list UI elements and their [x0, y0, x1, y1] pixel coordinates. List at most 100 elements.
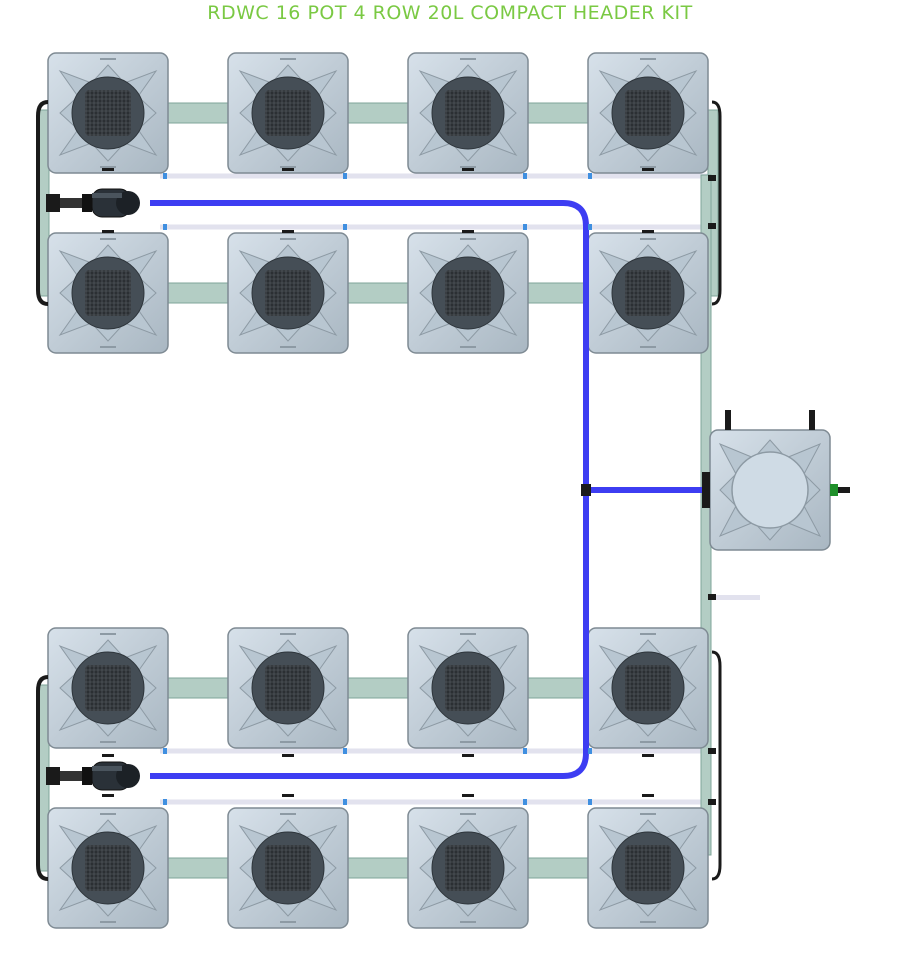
grommet [642, 754, 654, 757]
net-basket [445, 845, 491, 891]
pump-hose-barb [60, 771, 90, 781]
return-connector [163, 799, 167, 805]
grommet [102, 230, 114, 233]
net-basket [85, 665, 131, 711]
return-line [710, 595, 760, 600]
net-basket [625, 90, 671, 136]
pumps [46, 188, 140, 791]
pump-highlight [92, 193, 122, 198]
lid-mark [100, 58, 116, 60]
return-connector [523, 173, 527, 179]
lid-mark [100, 633, 116, 635]
manifold-fitting [708, 799, 716, 805]
grow-pot-r1-c2 [227, 52, 349, 174]
grommet [102, 794, 114, 797]
return-line [160, 224, 715, 230]
return-connector [523, 224, 527, 230]
lid-mark [460, 741, 476, 743]
manifold-fitting [708, 175, 716, 181]
grommet [642, 794, 654, 797]
lid-mark [460, 166, 476, 168]
connecting-pipe [165, 677, 231, 699]
grow-pot-r2-c4 [587, 232, 709, 354]
net-basket [625, 665, 671, 711]
lid-mark [280, 58, 296, 60]
connecting-pipe [525, 102, 591, 124]
grommet [282, 230, 294, 233]
pump-collar [82, 767, 92, 785]
lid-mark [640, 166, 656, 168]
net-basket [445, 90, 491, 136]
supply-line-top [150, 200, 589, 490]
lid-mark [100, 238, 116, 240]
connecting-pipe [525, 677, 591, 699]
supply-lines [150, 200, 704, 779]
lid-mark [100, 166, 116, 168]
valve-icon [830, 484, 838, 496]
return-connector [163, 748, 167, 754]
grommet [282, 754, 294, 757]
pump-icon [46, 188, 140, 218]
net-basket [445, 270, 491, 316]
pump-collar [82, 194, 92, 212]
pump-fitting [46, 194, 60, 212]
diagram-title: RDWC 16 POT 4 ROW 20L COMPACT HEADER KIT [207, 2, 693, 24]
grow-pot-r2-c1 [47, 232, 169, 354]
net-basket [85, 270, 131, 316]
net-basket [625, 845, 671, 891]
lid-mark [280, 166, 296, 168]
net-basket [85, 845, 131, 891]
lid-mark [100, 741, 116, 743]
grommet [282, 794, 294, 797]
header-inlet-fitting [702, 472, 710, 508]
pump-fitting [46, 767, 60, 785]
grommet [462, 794, 474, 797]
net-basket [265, 270, 311, 316]
header-tank-cap [731, 451, 809, 529]
return-lines [160, 173, 760, 805]
pump-hose-barb [60, 198, 90, 208]
connecting-pipe [165, 102, 231, 124]
net-basket [265, 845, 311, 891]
lid-mark [100, 813, 116, 815]
grow-pot-r2-c2 [227, 232, 349, 354]
return-connector [523, 799, 527, 805]
connecting-pipe [345, 677, 411, 699]
return-line [160, 748, 715, 754]
header-top-fitting [809, 410, 815, 430]
header-tank-icon [702, 410, 850, 551]
connecting-pipe [525, 857, 591, 879]
return-connector [163, 173, 167, 179]
lid-mark [280, 741, 296, 743]
return-connector [163, 224, 167, 230]
valve-outlet [838, 487, 850, 493]
lid-mark [640, 346, 656, 348]
grow-pot-r3-c2 [227, 627, 349, 749]
lid-mark [640, 921, 656, 923]
grommet [102, 168, 114, 171]
return-line [160, 173, 715, 179]
lid-mark [280, 813, 296, 815]
grommet [462, 168, 474, 171]
lid-mark [640, 58, 656, 60]
connecting-pipe [165, 282, 231, 304]
grow-pot-r4-c1 [47, 807, 169, 929]
pipe-end-cap [36, 100, 49, 306]
lid-mark [460, 238, 476, 240]
net-basket [85, 90, 131, 136]
return-line [160, 799, 715, 805]
lid-mark [280, 238, 296, 240]
pump-icon [46, 761, 140, 791]
header-top-fitting [725, 410, 731, 430]
return-connector [588, 799, 592, 805]
pipe-end-cap [711, 650, 722, 881]
connecting-pipe [345, 857, 411, 879]
lid-mark [640, 238, 656, 240]
connection-pipes [38, 102, 719, 879]
return-connector [523, 748, 527, 754]
pipe-end-cap [36, 675, 49, 881]
grommet [642, 230, 654, 233]
lid-mark [460, 346, 476, 348]
header-tank-group [702, 410, 850, 551]
